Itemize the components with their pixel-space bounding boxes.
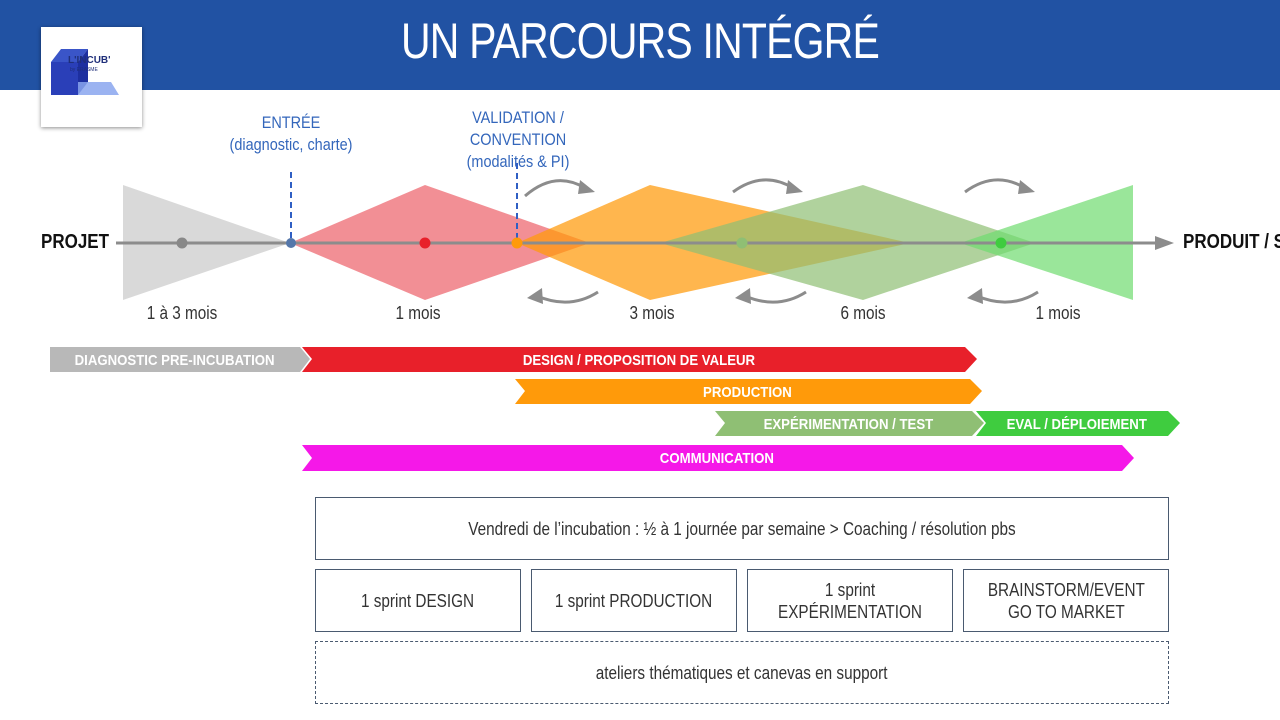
dot-experimentation (736, 237, 748, 249)
bar-communication-label: COMMUNICATION (659, 449, 775, 467)
workshops-text: ateliers thématiques et canevas en suppo… (596, 662, 888, 683)
bar-shape-design (302, 347, 977, 372)
duration-production: 3 mois (629, 303, 675, 323)
timeline-arrowhead (1155, 236, 1174, 250)
dot-diagnostic (176, 237, 188, 249)
duration-diagnostic: 1 à 3 mois (146, 303, 218, 323)
bar-communication: COMMUNICATION (312, 445, 1122, 471)
bar-production: PRODUCTION (525, 379, 970, 405)
bar-deployment: EVAL / DÉPLOIEMENT (986, 411, 1168, 437)
milestone-validation-label: VALIDATION / CONVENTION (469, 108, 567, 149)
milestone-entry-detail: (diagnostic, charte) (229, 135, 353, 154)
duration-design: 1 mois (395, 303, 441, 323)
dot-entry (286, 238, 296, 248)
milestone-entry: ENTRÉE (diagnostic, charte) (223, 112, 359, 156)
sprint-design-label: 1 sprint DESIGN (361, 590, 475, 611)
bar-design: DESIGN / PROPOSITION DE VALEUR (312, 347, 965, 373)
sprint-box-go-to-market: BRAINSTORM/EVENT GO TO MARKET (963, 569, 1169, 632)
bar-shape-experimentation (715, 411, 984, 436)
dot-design (419, 237, 431, 249)
logo-text: L'INCUB' (68, 55, 111, 66)
milestone-entry-label: ENTRÉE (261, 113, 321, 132)
bar-shape-diagnostic (50, 347, 310, 372)
duration-deployment: 1 mois (1035, 303, 1081, 323)
friday-box: Vendredi de l’incubation : ½ à 1 journée… (315, 497, 1169, 560)
bar-shape-production (515, 379, 982, 404)
bar-design-label: DESIGN / PROPOSITION DE VALEUR (522, 351, 755, 369)
page-title: UN PARCOURS INTÉGRÉ (401, 13, 880, 69)
timeline-end-label: PRODUIT / S (1183, 231, 1280, 253)
sprint-box-experimentation: 1 sprint EXPÉRIMENTATION (747, 569, 953, 632)
logo: L'INCUB' by ERASME (41, 27, 142, 127)
logo-subtext: by ERASME (70, 67, 98, 73)
sprint-box-design: 1 sprint DESIGN (315, 569, 521, 632)
friday-text: Vendredi de l’incubation : ½ à 1 journée… (468, 518, 1016, 539)
bar-diagnostic: DIAGNOSTIC PRE-INCUBATION (50, 347, 300, 373)
bar-shape-communication (302, 445, 1134, 471)
header-bar (0, 0, 1280, 90)
logo-cube-icon (51, 49, 119, 95)
sprint-production-label: 1 sprint PRODUCTION (555, 590, 713, 611)
dot-validation (511, 237, 523, 249)
sprint-experimentation-label: 1 sprint EXPÉRIMENTATION (778, 579, 922, 622)
bar-experimentation-label: EXPÉRIMENTATION / TEST (763, 415, 934, 433)
bar-shape-deployment (976, 411, 1180, 436)
timeline-start-label: PROJET (41, 231, 110, 253)
duration-experimentation: 6 mois (840, 303, 886, 323)
milestone-validation: VALIDATION / CONVENTION (modalités & PI) (425, 107, 612, 173)
bar-production-label: PRODUCTION (703, 383, 792, 401)
workshops-box: ateliers thématiques et canevas en suppo… (315, 641, 1169, 704)
dot-deployment (995, 237, 1007, 249)
bar-deployment-label: EVAL / DÉPLOIEMENT (1006, 415, 1148, 433)
sprint-box-production: 1 sprint PRODUCTION (531, 569, 737, 632)
sprint-go-to-market-label: BRAINSTORM/EVENT GO TO MARKET (987, 579, 1145, 622)
bar-diagnostic-label: DIAGNOSTIC PRE-INCUBATION (75, 351, 275, 369)
bar-experimentation: EXPÉRIMENTATION / TEST (725, 411, 972, 437)
milestone-validation-detail: (modalités & PI) (466, 152, 570, 171)
